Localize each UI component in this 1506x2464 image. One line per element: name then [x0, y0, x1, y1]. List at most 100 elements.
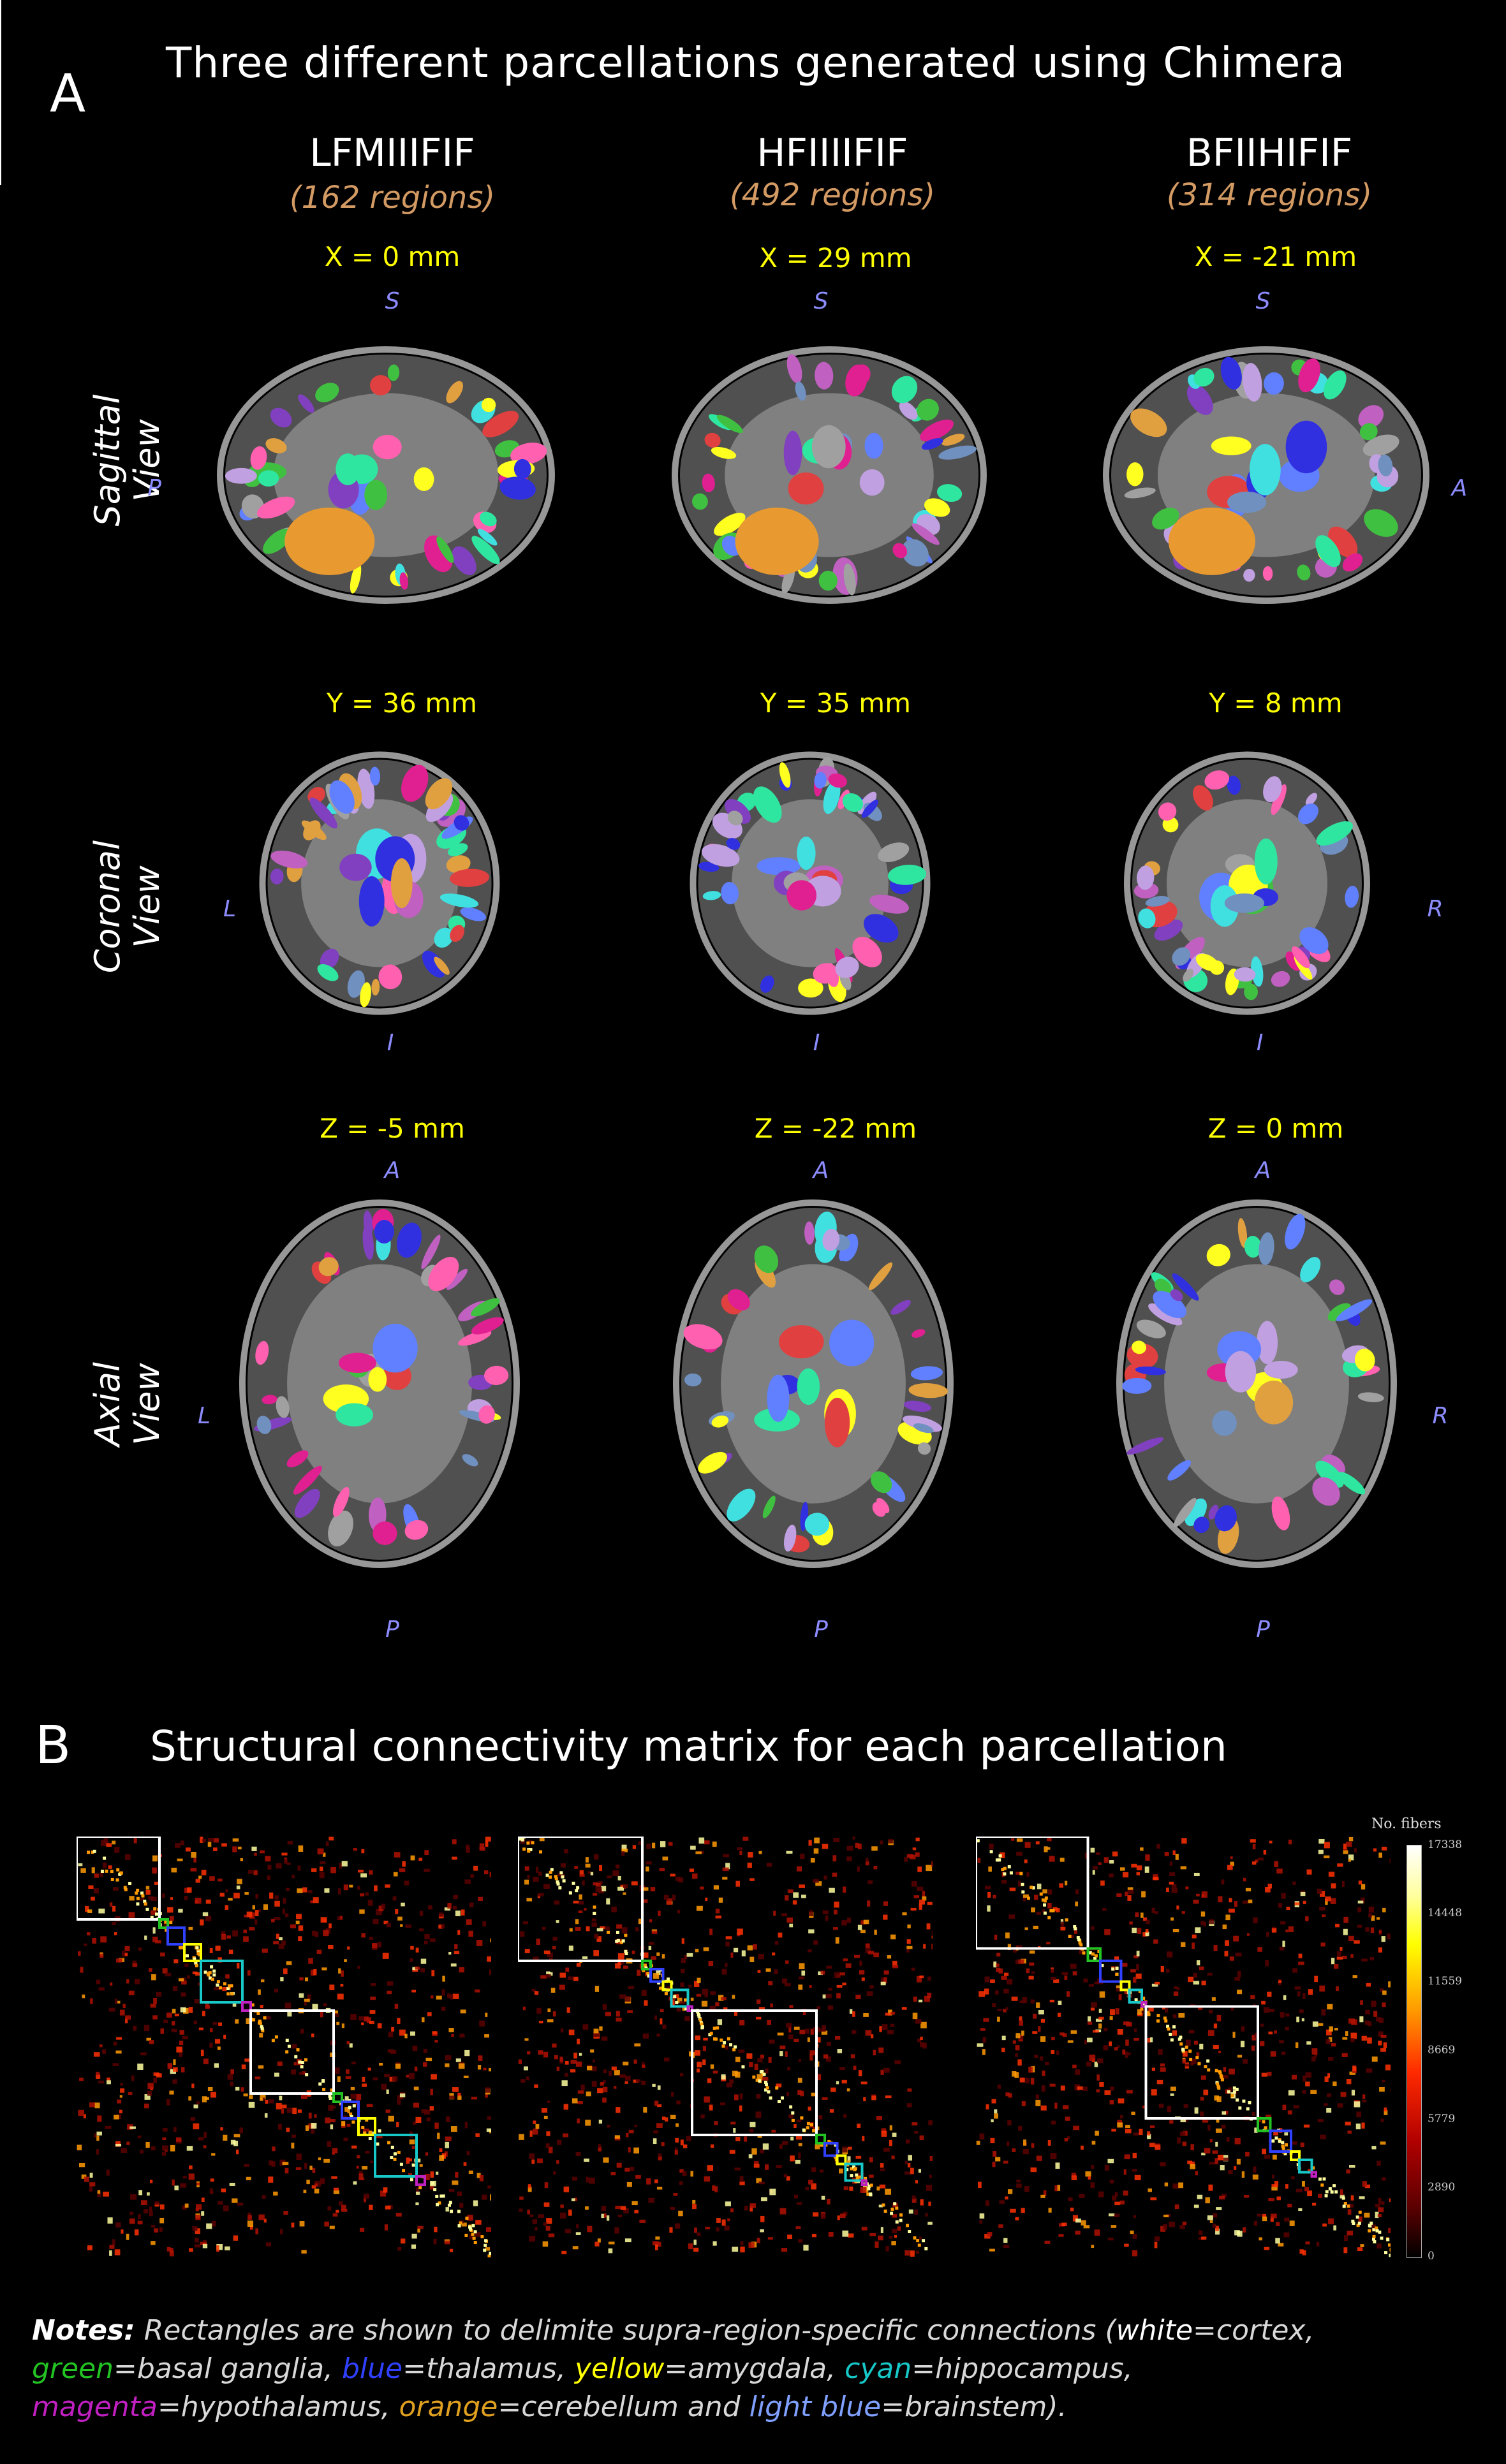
matrix-cell — [781, 1913, 788, 1917]
matrix-cell — [854, 1954, 860, 1958]
matrix-cell — [1107, 2237, 1114, 2241]
matrix-cell — [372, 1942, 378, 1949]
matrix-cell — [593, 1950, 599, 1956]
matrix-cell — [312, 2167, 316, 2173]
matrix-cell — [154, 2201, 159, 2205]
matrix-cell — [128, 1990, 135, 1995]
matrix-cell — [1307, 2190, 1313, 2197]
matrix-cell — [202, 2244, 208, 2248]
matrix-cell — [749, 1956, 755, 1962]
matrix-cell — [319, 1866, 323, 1872]
matrix-cell — [121, 2229, 124, 2234]
matrix-cell — [101, 2049, 107, 2054]
matrix-cell — [84, 1905, 89, 1912]
matrix-cell — [1362, 2094, 1366, 2099]
matrix-cell — [94, 2102, 100, 2109]
panel-a-letter: A — [50, 64, 86, 124]
matrix-cell — [424, 1868, 430, 1872]
matrix-cell — [1003, 2245, 1010, 2248]
matrix-cell — [1212, 2224, 1216, 2228]
matrix-cell — [776, 2164, 782, 2169]
matrix-cell — [145, 1907, 149, 1911]
matrix-cell — [239, 2127, 243, 2134]
matrix-cell — [144, 2094, 151, 2100]
matrix-cell — [998, 2224, 1003, 2228]
matrix-cell — [568, 1976, 574, 1980]
matrix-cell — [624, 1933, 628, 1937]
matrix-cell — [1299, 2249, 1304, 2254]
matrix-cell — [1201, 2236, 1207, 2240]
matrix-cell — [311, 2033, 314, 2037]
matrix-cell — [195, 1946, 199, 1950]
colorbar-tick: 8669 — [1428, 2044, 1456, 2057]
matrix-cell — [760, 2055, 764, 2059]
matrix-cell — [1267, 1991, 1272, 1997]
matrix-cell — [1287, 2203, 1292, 2208]
matrix-cell — [606, 2215, 610, 2221]
matrix-cell — [416, 2187, 419, 2194]
matrix-cell — [616, 2107, 621, 2113]
matrix-cell — [813, 1848, 819, 1854]
matrix-cell — [554, 1875, 557, 1879]
matrix-cell — [207, 1838, 214, 1842]
matrix-cell — [1065, 1881, 1068, 1886]
matrix-cell — [471, 2097, 477, 2100]
matrix-cell — [1330, 2190, 1334, 2194]
matrix-cell — [574, 2197, 578, 2201]
matrix-cell — [556, 2066, 560, 2071]
matrix-cell — [258, 1909, 261, 1912]
matrix-cell — [445, 2063, 450, 2067]
supra-region-box — [332, 2092, 343, 2103]
matrix-cell — [1114, 2201, 1121, 2206]
matrix-cell — [381, 2083, 387, 2090]
matrix-cell — [1114, 1956, 1119, 1962]
matrix-cell — [666, 1977, 670, 1981]
matrix-cell — [822, 1994, 826, 1998]
matrix-cell — [756, 2016, 762, 2020]
matrix-cell — [233, 2134, 240, 2138]
matrix-cell — [532, 2219, 537, 2224]
matrix-cell — [195, 1964, 198, 1968]
matrix-cell — [1337, 1863, 1343, 1867]
matrix-cell — [304, 1998, 310, 2002]
matrix-cell — [421, 2109, 428, 2114]
matrix-cell — [1270, 2213, 1277, 2218]
matrix-cell — [1234, 1900, 1237, 1907]
matrix-cell — [237, 1879, 242, 1884]
matrix-cell — [655, 2236, 660, 2240]
matrix-cell — [658, 1986, 662, 1990]
matrix-cell — [273, 1940, 279, 1945]
matrix-cell — [545, 1974, 551, 1978]
matrix-cell — [358, 2173, 364, 2179]
matrix-cell — [633, 2079, 639, 2083]
matrix-cell — [692, 2199, 696, 2204]
matrix-cell — [177, 1858, 183, 1861]
matrix-cell — [916, 1976, 922, 1983]
orient-cor-left: L — [223, 896, 237, 922]
matrix-cell — [1193, 1972, 1197, 1978]
matrix-cell — [457, 1930, 461, 1935]
matrix-cell — [468, 2170, 473, 2174]
matrix-cell — [563, 1849, 569, 1854]
matrix-cell — [1216, 2082, 1220, 2086]
matrix-cell — [927, 1992, 932, 1998]
matrix-cell — [1279, 1946, 1285, 1951]
matrix-cell — [430, 2171, 434, 2178]
matrix-cell — [1283, 2232, 1290, 2238]
matrix-cell — [478, 2055, 483, 2062]
matrix-cell — [795, 2136, 802, 2140]
matrix-cell — [1028, 2066, 1033, 2073]
matrix-cell — [277, 2123, 282, 2130]
matrix-cell — [811, 2183, 816, 2190]
matrix-cell — [654, 2179, 658, 2183]
matrix-cell — [780, 2096, 784, 2100]
matrix-cell — [982, 2049, 986, 2055]
matrix-cell — [590, 1872, 594, 1875]
matrix-cell — [1232, 2086, 1236, 2090]
supra-region-box — [686, 2005, 693, 2012]
matrix-cell — [388, 2032, 394, 2037]
matrix-cell — [908, 2209, 913, 2214]
matrix-cell — [1172, 2014, 1177, 2019]
matrix-cell — [1153, 1877, 1159, 1881]
matrix-cell — [1207, 2068, 1211, 2072]
